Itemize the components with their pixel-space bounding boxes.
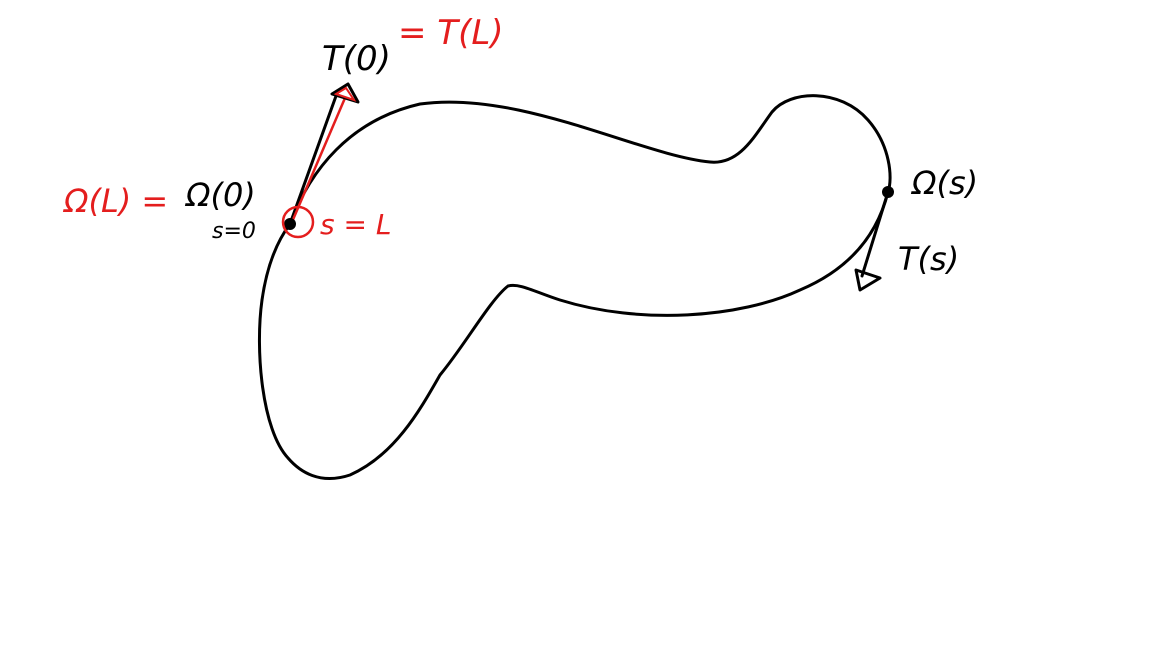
label-s-eq-L: s = L — [320, 208, 391, 241]
label-t0-equals-tL: = T(L) — [398, 13, 504, 53]
end-point-circle — [281, 205, 315, 239]
label-omega-s: Ω(s) — [910, 164, 978, 202]
start-point — [284, 218, 296, 230]
label-s-eq-0: s=0 — [212, 219, 256, 244]
tangent-arrow-tL-red — [290, 96, 347, 224]
label-t0: T(0) — [322, 39, 391, 79]
arrowhead-ts — [854, 268, 882, 292]
label-omega-L: Ω(L) = — [62, 182, 168, 220]
tangent-arrow-t0-black — [288, 94, 338, 226]
arrowhead-t0-red — [333, 86, 357, 102]
label-omega-0: Ω(0) — [184, 176, 256, 214]
tangent-arrow-ts — [860, 190, 890, 278]
label-t-s: T(s) — [898, 240, 959, 278]
closed-curve — [257, 94, 892, 480]
